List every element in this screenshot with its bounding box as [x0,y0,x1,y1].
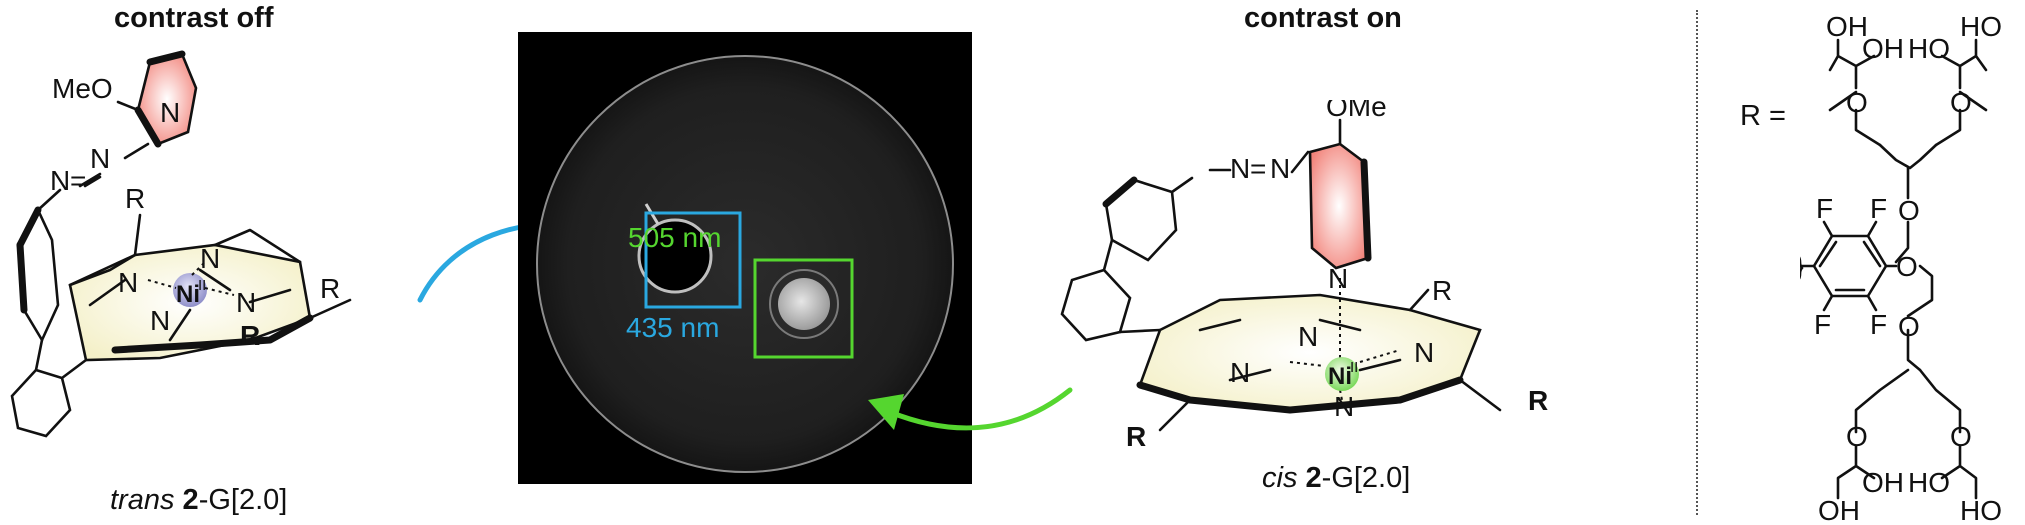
r-label-3-left: R [240,320,260,351]
r-o-5: O [1898,311,1920,342]
uv-highlight-box [644,211,742,309]
azo-n1-right: N [1230,153,1250,184]
caption-cis-prefix: cis [1262,462,1298,494]
r-f-1: F [1816,193,1833,224]
azo-n1-left: N [90,143,110,174]
r-o-7: O [1950,421,1972,452]
panel-divider [1696,10,1698,515]
pyrrole-n3-right: N [1230,357,1250,388]
r-f-2: F [1870,193,1887,224]
caption-cis-bold: 2 [1305,462,1322,494]
azo-eq-right: = [1250,153,1266,184]
azo-n2-right: N [1270,153,1290,184]
phantom-disc [536,55,954,473]
r-oh-3: OH [1818,495,1860,525]
r-o-2: O [1950,87,1972,118]
r-ho-2: HO [1960,11,2002,42]
caption-cis-suffix: -G[2.0] [1321,462,1411,494]
r-o-4: O [1896,251,1918,282]
r-ho-4: HO [1960,495,2002,525]
nickel-center-left [173,273,207,307]
r-oh-4: OH [1862,467,1904,498]
azo-eq-left: = [70,165,86,196]
pyrrole-n3-left: N [236,287,256,318]
r-o-6: O [1846,421,1868,452]
bright-vial [778,278,830,330]
heading-contrast-off: contrast off [114,2,274,34]
nickel-center-right [1325,357,1359,391]
r-ho-3: HO [1908,467,1950,498]
r-label-1-left: R [125,183,145,214]
phenyl-ring-2-left [10,368,72,438]
r-o-1: O [1846,87,1868,118]
r-oh-1: OH [1826,11,1868,42]
phenyl-ring-2-right [1060,268,1132,342]
label-435nm: 435 nm [626,312,720,343]
r-label-3-right: R [1126,421,1146,452]
pyridine-n-right: N [1328,263,1348,294]
contrast-photo [518,32,972,484]
label-505nm: 505 nm [628,222,722,253]
r-label-1-right: R [1432,275,1452,306]
r-group-label: R = [1740,100,1786,132]
methoxy-label-right: OMe [1326,100,1387,122]
r-label-2-left: R [320,273,340,304]
caption-trans: trans 2-G[2.0] [110,484,287,517]
r-o-3: O [1898,195,1920,226]
trans-molecule-structure: MeO N N = N R R R N N N N Ni II [10,50,352,438]
nickel-ox-left: II [198,277,206,294]
green-highlight-box [753,258,854,359]
pyrrole-n4-left: N [150,305,170,336]
r-f-3: F [1814,309,1831,340]
r-oh-2: OH [1862,33,1904,64]
green-light-arrow [868,387,1073,431]
caption-trans-suffix: -G[2.0] [198,484,288,516]
pyridine-n-left: N [160,97,180,128]
pyrrole-n4-right: N [1334,391,1354,422]
pyrrole-n2-left: N [200,243,220,274]
cis-molecule-structure: OMe N N = N R R R N N N N Ni II [1060,100,1548,452]
nickel-ox-right: II [1350,359,1358,376]
r-ho-1: HO [1908,33,1950,64]
r-f-4: F [1870,309,1887,340]
caption-trans-prefix: trans [110,484,175,516]
caption-cis: cis 2-G[2.0] [1262,462,1410,495]
pyrrole-n2-right: N [1414,337,1434,368]
tetrafluorophenyl-ring [1812,234,1888,298]
pyridine-ring-right [1308,142,1370,270]
r-group-structure: OH OH HO HO O O O O O O O F F F F OH OH … [1800,11,2002,525]
pyrrole-n1-right: N [1298,321,1318,352]
caption-trans-bold: 2 [182,484,199,516]
heading-contrast-on: contrast on [1244,2,1402,34]
methoxy-label-left: MeO [52,73,113,104]
dark-vial [637,218,713,294]
azo-n2-left: N [50,165,70,196]
nickel-label-right: Ni [1328,363,1352,390]
pyrrole-n1-left: N [118,267,138,298]
nickel-label-left: Ni [176,281,200,308]
r-label-2-right: R [1528,385,1548,416]
